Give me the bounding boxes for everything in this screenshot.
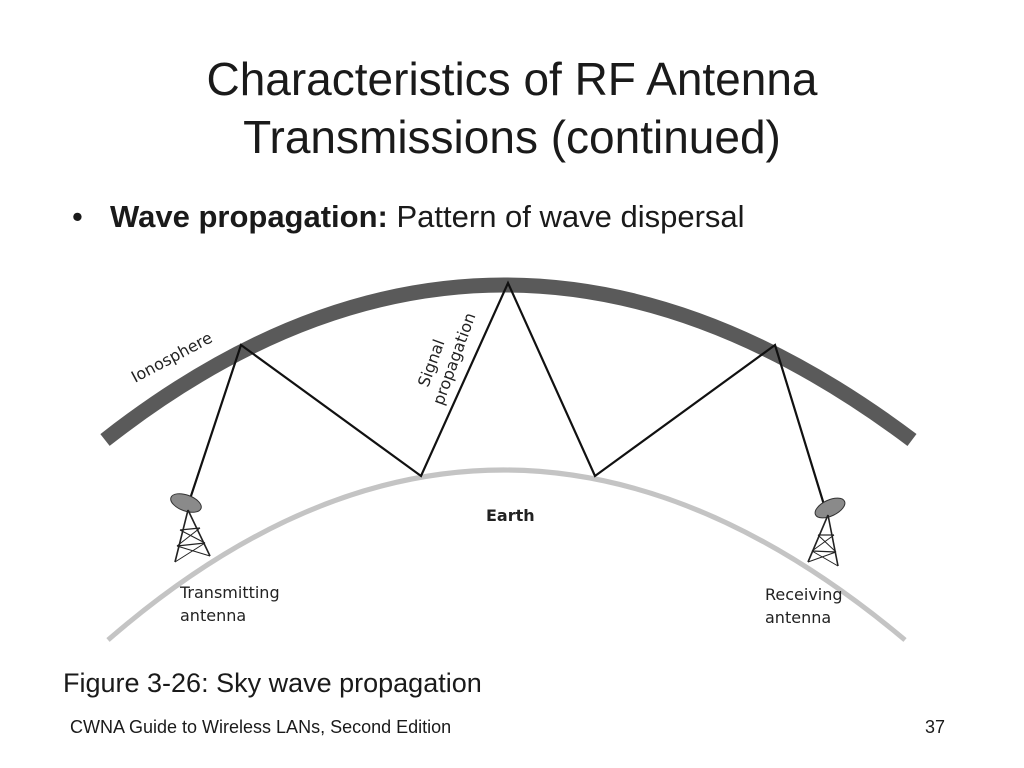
receiving-label-line-2: antenna (765, 608, 831, 627)
figure-caption: Figure 3-26: Sky wave propagation (63, 668, 482, 698)
receiving-label: Receiving antenna (765, 585, 848, 627)
transmitting-antenna-icon (170, 493, 211, 563)
bullet-term: Wave propagation: (110, 199, 388, 234)
bullet-item: • Wave propagation: Pattern of wave dispe… (72, 197, 745, 237)
earth-curve (106, 467, 907, 642)
receiving-antenna-icon (807, 497, 846, 567)
ionosphere-band (100, 277, 917, 446)
earth-label: Earth (486, 506, 535, 525)
transmitting-label-line-2: antenna (180, 606, 246, 625)
transmitting-label-line-1: Transmitting (179, 583, 280, 602)
signal-path (186, 280, 827, 509)
title-line-2: Transmissions (continued) (243, 111, 781, 163)
sky-wave-diagram: Ionosphere Signal propagation Earth Tran… (100, 277, 917, 642)
receiving-label-line-1: Receiving (765, 585, 843, 604)
bullet-text: Pattern of wave dispersal (387, 199, 745, 234)
title-line-1: Characteristics of RF Antenna (206, 53, 818, 105)
signal-label: Signal propagation (410, 303, 480, 407)
footer-source: CWNA Guide to Wireless LANs, Second Edit… (70, 717, 452, 737)
bullet-marker: • (72, 199, 83, 234)
slide-title: Characteristics of RF Antenna Transmissi… (0, 50, 1024, 166)
transmitting-label: Transmitting antenna (179, 583, 285, 625)
page-number: 37 (925, 717, 946, 737)
